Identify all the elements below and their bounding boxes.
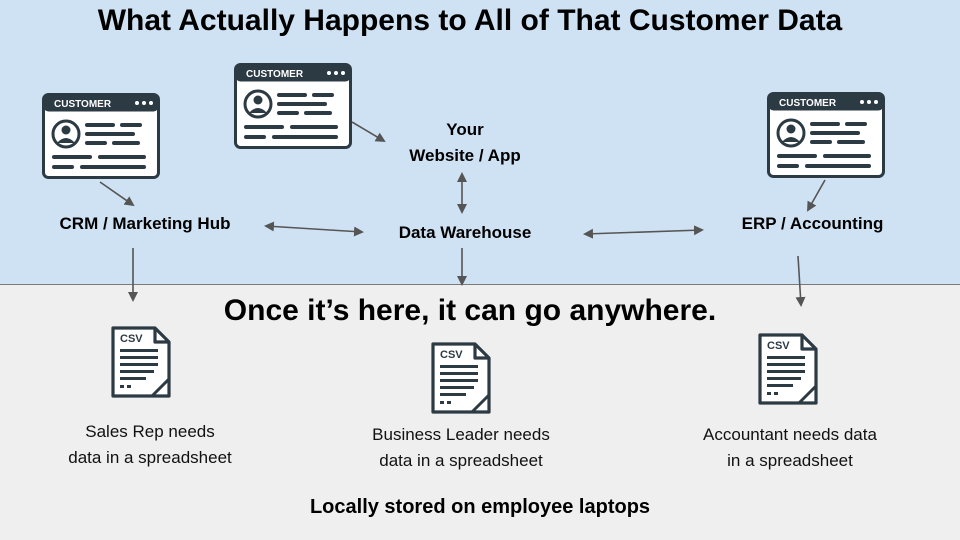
card-header-label: CUSTOMER <box>779 98 837 109</box>
website-label-line2: Website / App <box>409 146 521 165</box>
csv-caption-sales-line2: data in a spreadsheet <box>68 448 232 467</box>
customer-card-icon-crm: CUSTOMER <box>42 93 160 179</box>
csv-caption-accountant-line2: in a spreadsheet <box>727 451 853 470</box>
card-header-label: CUSTOMER <box>246 69 304 80</box>
customer-card-icon-erp: CUSTOMER <box>767 92 885 178</box>
csv-caption-sales-line1: Sales Rep needs <box>85 422 215 441</box>
csv-tag: CSV <box>767 340 790 352</box>
section-divider <box>0 284 960 285</box>
footer-note: Locally stored on employee laptops <box>309 496 651 518</box>
website-label-line1: Your <box>446 120 484 139</box>
csv-caption-leader-line1: Business Leader needs <box>372 425 550 444</box>
csv-caption-accountant-line1: Accountant needs data <box>703 425 877 444</box>
csv-tag: CSV <box>120 333 143 345</box>
customer-card-icon-website: CUSTOMER <box>234 63 352 149</box>
csv-file-icon-accountant: CSV <box>758 333 818 405</box>
page-title: What Actually Happens to All of That Cus… <box>97 4 843 37</box>
erp-label: ERP / Accounting <box>741 214 884 233</box>
csv-caption-leader-line2: data in a spreadsheet <box>379 451 543 470</box>
csv-file-icon-sales: CSV <box>111 326 171 398</box>
section-subtitle: Once it’s here, it can go anywhere. <box>223 294 717 327</box>
csv-file-icon-leader: CSV <box>431 342 491 414</box>
csv-tag: CSV <box>440 349 463 361</box>
card-header-label: CUSTOMER <box>54 99 112 110</box>
data-warehouse-label: Data Warehouse <box>398 223 532 242</box>
crm-label: CRM / Marketing Hub <box>59 214 231 233</box>
